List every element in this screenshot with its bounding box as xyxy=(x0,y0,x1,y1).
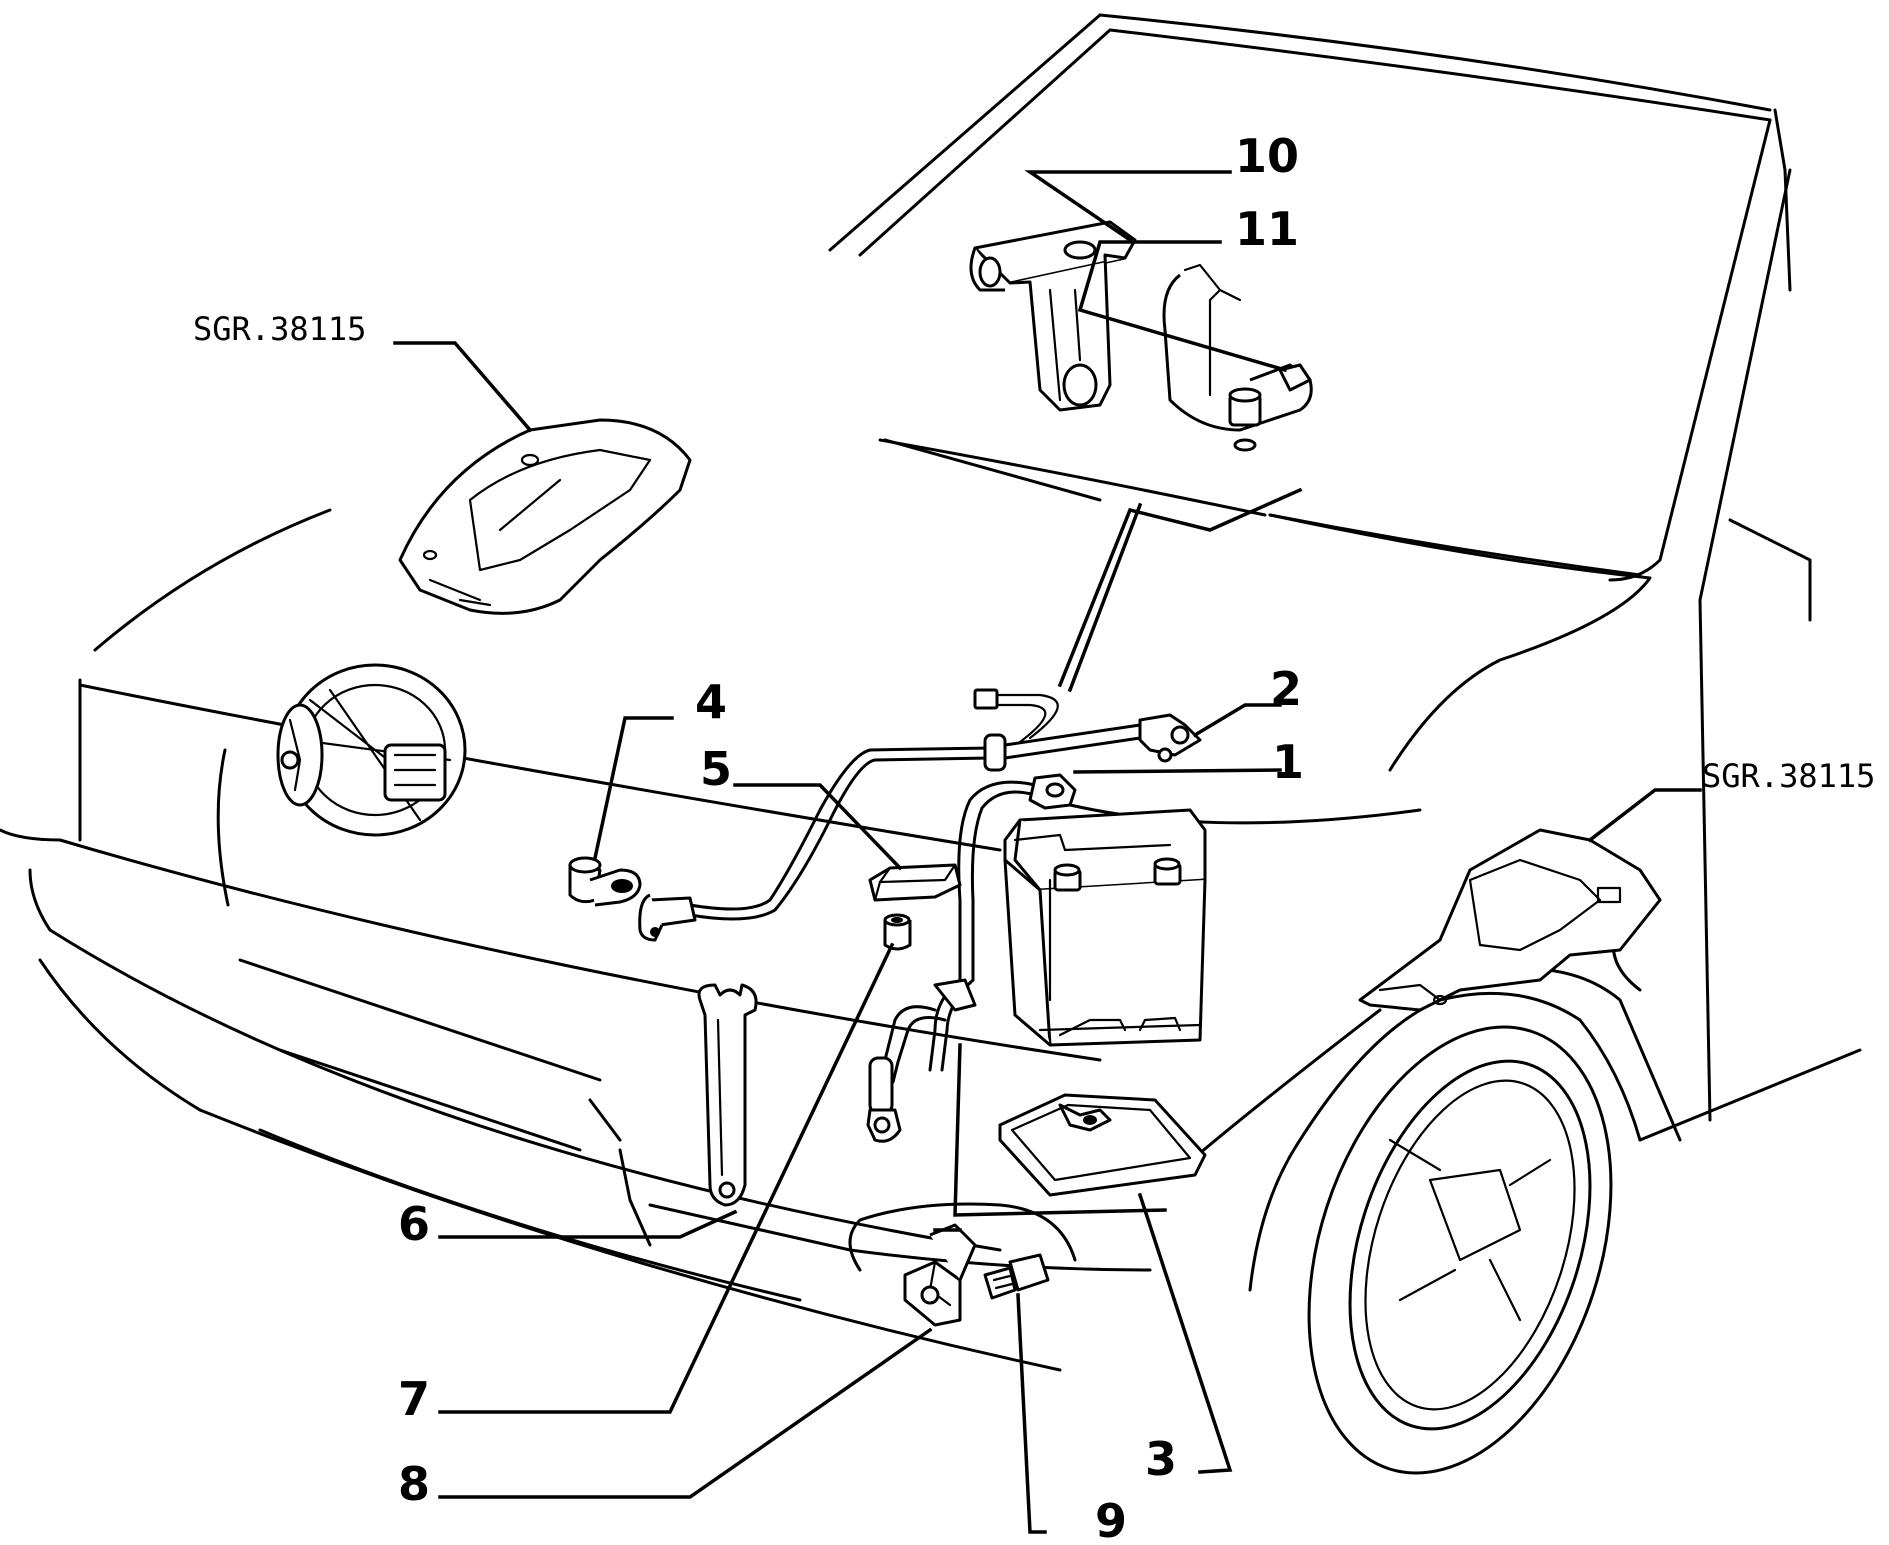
battery-tray-part-3 xyxy=(998,1093,1207,1197)
terminal-cover-part-5 xyxy=(868,863,962,902)
terminal-boot-part-4 xyxy=(568,856,642,907)
battery xyxy=(1003,808,1207,1047)
ground-bracket-part-8 xyxy=(903,1223,977,1327)
callout-7: 7 xyxy=(398,1372,430,1426)
callout-10: 10 xyxy=(1235,129,1299,183)
reference-sgr-right: SGR.38115 xyxy=(1702,757,1875,795)
underbody-shield-right xyxy=(1358,828,1662,1012)
callout-labels: 10 11 2 1 4 5 6 7 8 9 3 SGR.38115 SGR.38… xyxy=(193,129,1875,1545)
callout-8: 8 xyxy=(398,1457,430,1511)
underbody-shield-left xyxy=(398,418,692,615)
alternator xyxy=(276,663,467,837)
callout-2: 2 xyxy=(1270,662,1302,716)
bolt-part-9 xyxy=(983,1253,1050,1300)
cable-part-2 xyxy=(638,688,1202,942)
callout-4: 4 xyxy=(695,675,727,729)
bracket-part-10 xyxy=(969,220,1137,412)
callout-5: 5 xyxy=(700,742,732,796)
spacer-part-7 xyxy=(883,913,912,951)
callout-leaders xyxy=(393,170,1702,1534)
callout-3: 3 xyxy=(1145,1432,1177,1486)
front-wheel xyxy=(1307,1025,1613,1475)
car-body-outline xyxy=(0,13,1862,1372)
callout-6: 6 xyxy=(398,1197,430,1251)
cable-part-1 xyxy=(866,773,1077,1143)
callout-11: 11 xyxy=(1235,202,1299,256)
callout-1: 1 xyxy=(1272,735,1304,789)
reference-sgr-left: SGR.38115 xyxy=(193,310,366,348)
callout-9: 9 xyxy=(1095,1494,1127,1545)
ground-detail-outline xyxy=(848,1202,1077,1272)
wrench-part-6 xyxy=(697,983,758,1207)
clamp-part-11 xyxy=(1162,263,1313,452)
